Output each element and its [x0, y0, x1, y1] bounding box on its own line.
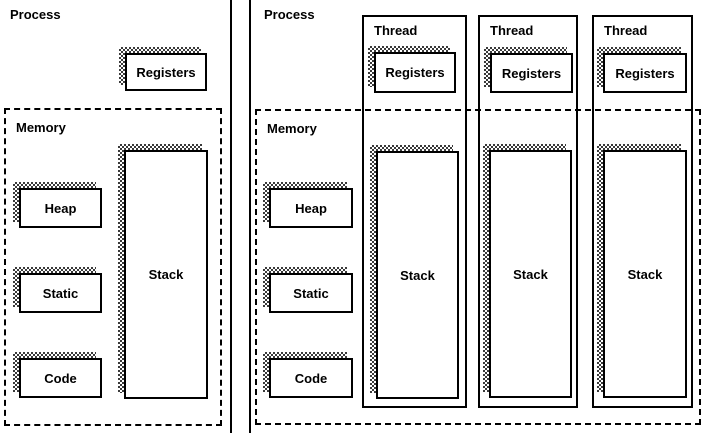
box-face: Heap — [269, 188, 353, 228]
box-face: Stack — [489, 150, 572, 398]
box-face: Code — [269, 358, 353, 398]
box-face: Heap — [19, 188, 102, 228]
code-label: Code — [44, 370, 77, 386]
box-face: Stack — [603, 150, 687, 398]
thread1-registers-box: Registers — [368, 46, 456, 93]
registers-label: Registers — [501, 65, 562, 81]
registers-label: Registers — [136, 64, 196, 80]
stack-label: Stack — [627, 266, 663, 282]
static-label: Static — [293, 285, 329, 301]
right-code-box: Code — [263, 352, 353, 398]
stack-label: Stack — [513, 266, 548, 282]
registers-label: Registers — [385, 65, 445, 80]
panel-divider-line — [230, 0, 232, 433]
thread2-registers-box: Registers — [484, 47, 573, 93]
stack-label: Stack — [148, 267, 184, 282]
thread3-stack-box: Stack — [597, 144, 687, 398]
thread-label: Thread — [604, 23, 648, 38]
box-face: Stack — [376, 151, 459, 399]
thread-label: Thread — [374, 23, 418, 38]
registers-label: Registers — [615, 65, 675, 81]
box-face: Registers — [125, 53, 207, 91]
box-face: Registers — [374, 52, 456, 93]
panel-divider-line — [249, 0, 251, 433]
memory-label: Memory — [16, 120, 66, 135]
stack-label: Stack — [400, 267, 435, 283]
box-face: Code — [19, 358, 102, 398]
right-static-box: Static — [263, 267, 353, 313]
left-code-box: Code — [13, 352, 102, 398]
left-static-box: Static — [13, 267, 102, 313]
heap-label: Heap — [295, 200, 327, 216]
thread-label: Thread — [490, 23, 534, 38]
box-face: Static — [19, 273, 102, 313]
static-label: Static — [42, 285, 79, 301]
box-face: Static — [269, 273, 353, 313]
heap-label: Heap — [44, 200, 77, 216]
right-process-label: Process — [264, 7, 315, 22]
right-heap-box: Heap — [263, 182, 353, 228]
box-face: Stack — [124, 150, 208, 399]
left-memory-region: Memory — [4, 108, 222, 426]
thread-box-3: Thread — [592, 15, 693, 408]
code-label: Code — [294, 370, 328, 386]
left-stack-box: Stack — [118, 144, 208, 399]
memory-label: Memory — [267, 121, 317, 136]
thread3-registers-box: Registers — [597, 47, 687, 93]
left-registers-box: Registers — [119, 47, 207, 91]
thread1-stack-box: Stack — [370, 145, 459, 399]
left-heap-box: Heap — [13, 182, 102, 228]
left-process-label: Process — [10, 7, 61, 22]
thread2-stack-box: Stack — [483, 144, 572, 398]
thread-box-1: Thread — [362, 15, 467, 408]
box-face: Registers — [490, 53, 573, 93]
box-face: Registers — [603, 53, 687, 93]
thread-box-2: Thread — [478, 15, 578, 408]
